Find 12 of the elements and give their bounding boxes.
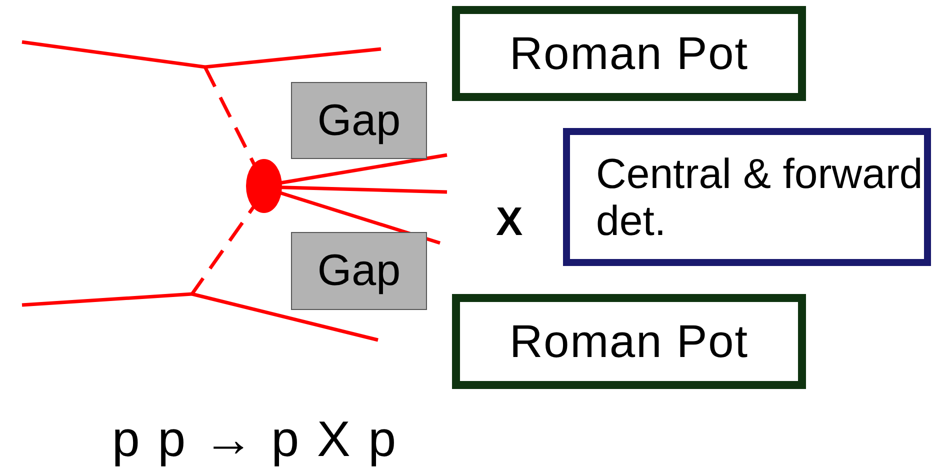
gap-box <box>291 82 427 159</box>
gap-box <box>291 232 427 310</box>
box-label: Roman Pot <box>509 316 749 368</box>
detector-box <box>452 6 806 101</box>
box-label: Central & forward det. <box>596 150 924 244</box>
box-label: Gap <box>317 96 401 146</box>
reaction-formula: p p → p X p <box>112 410 398 468</box>
box-label: Gap <box>317 246 401 296</box>
detector-box <box>563 128 931 266</box>
interaction-label: X <box>496 200 523 245</box>
box-label: Roman Pot <box>509 28 749 80</box>
detector-box <box>452 294 806 389</box>
